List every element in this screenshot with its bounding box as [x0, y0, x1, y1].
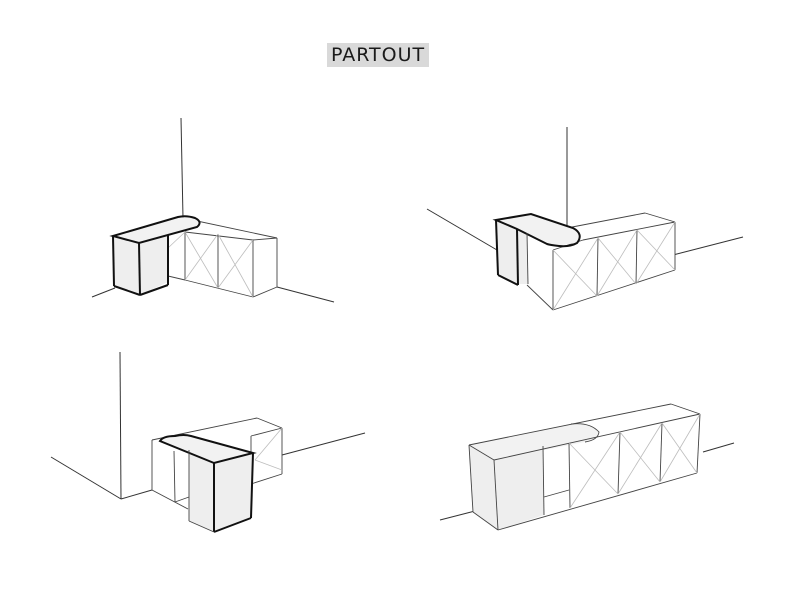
title-badge: PARTOUT [327, 43, 430, 67]
illustration-config-2 [426, 127, 744, 311]
illustration-config-4 [439, 403, 735, 531]
page-title: PARTOUT [331, 44, 426, 66]
illustration-config-3 [50, 351, 366, 533]
illustration-config-1 [91, 117, 335, 303]
